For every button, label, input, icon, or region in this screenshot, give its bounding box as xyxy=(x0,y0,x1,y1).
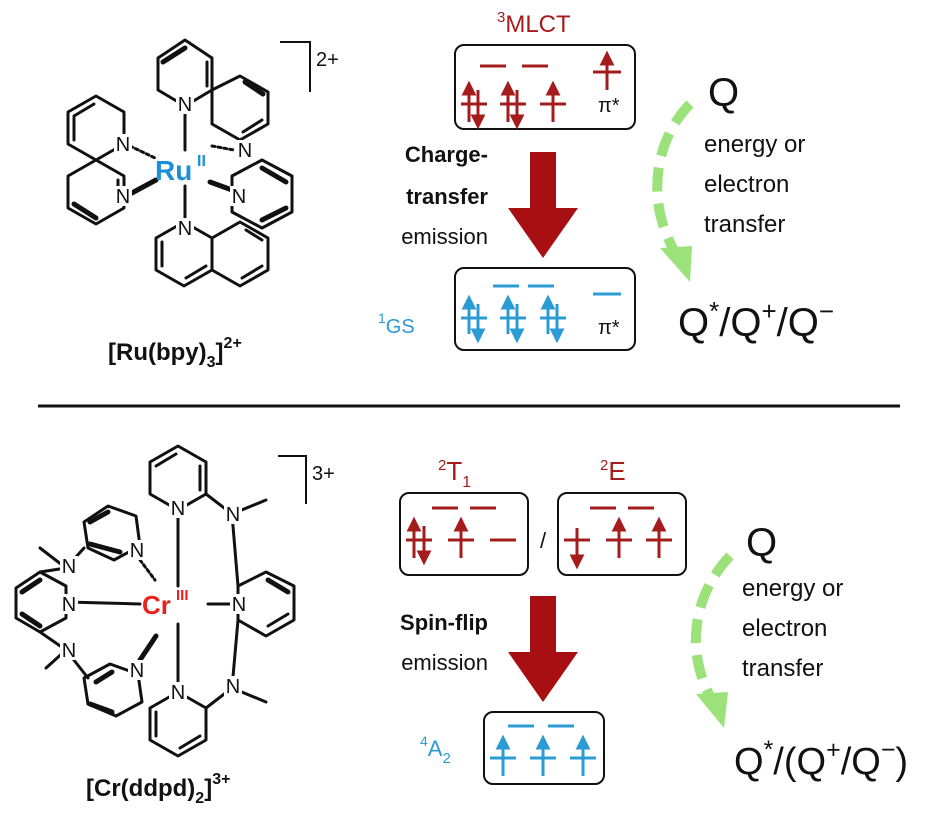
gs-pi-star: π* xyxy=(598,317,620,339)
ru-metal-label: Ru xyxy=(155,155,192,186)
n-atom: N xyxy=(62,594,76,616)
ru-n-atoms: N N N N N N xyxy=(114,94,254,240)
mlct-orbitals xyxy=(461,50,621,130)
mlct-pi-star: π* xyxy=(598,95,620,117)
spin-down-arrow xyxy=(509,114,525,130)
spin-up-arrow xyxy=(495,734,511,750)
quench-arrow-top xyxy=(652,100,694,255)
ru-charge: 2+ xyxy=(316,49,339,71)
spin-up-arrow xyxy=(535,734,551,750)
n-atom: N xyxy=(171,498,185,520)
a2-orbitals xyxy=(490,724,596,776)
t1-orbital-box xyxy=(399,492,529,576)
spin-down-arrow xyxy=(470,114,486,130)
quencher-top: Q xyxy=(708,71,739,115)
sf-emission-line1: Spin-flip xyxy=(400,610,488,635)
n-atom: N xyxy=(62,640,76,662)
e-orbitals xyxy=(564,506,672,570)
n-atom: N xyxy=(178,94,192,116)
t1-orbitals xyxy=(406,506,516,566)
quench-text-bottom-1: energy or xyxy=(742,575,843,602)
spin-up-arrow xyxy=(453,516,469,532)
ru-charge-bracket xyxy=(280,41,311,92)
bpy-ring xyxy=(230,158,294,230)
n-atom: N xyxy=(178,218,192,240)
spin-up-arrow xyxy=(540,294,556,310)
quencher-bottom: Q xyxy=(746,521,777,565)
spin-up-arrow xyxy=(611,516,627,532)
spin-up-arrow xyxy=(599,50,615,66)
ct-emission-line1: Charge- xyxy=(405,142,488,167)
cr-complex-label: [Cr(ddpd)2]3+ xyxy=(86,771,230,807)
cr-charge-bracket xyxy=(278,455,307,504)
ru-oxidation-state: II xyxy=(197,153,206,170)
spin-down-arrow xyxy=(569,554,585,570)
n-atom: N xyxy=(116,186,130,208)
spin-down-arrow xyxy=(416,550,432,566)
cr-n-atoms: N N N N N N N N N N xyxy=(60,498,248,704)
gs-orbitals xyxy=(461,284,621,344)
cr-metal-label: Cr xyxy=(142,590,171,620)
spin-up-arrow xyxy=(500,294,516,310)
ct-emission-line2: transfer xyxy=(406,184,488,209)
quench-arrowhead-bottom xyxy=(696,692,728,728)
a2-state-label: 4A2 xyxy=(420,733,451,767)
t1-state-label: 2T1 xyxy=(438,456,471,491)
n-atom: N xyxy=(232,594,246,616)
n-atom: N xyxy=(116,134,130,156)
spin-up-arrow xyxy=(461,80,477,96)
n-atom: N xyxy=(232,186,246,208)
sf-emission-line2: emission xyxy=(401,650,488,675)
bpy-ring xyxy=(210,220,270,288)
spin-down-arrow xyxy=(509,328,525,344)
cr-charge: 3+ xyxy=(312,463,335,485)
ru-bpy-structure xyxy=(66,38,294,288)
quench-text-bottom-2: electron xyxy=(742,615,827,642)
spin-up-arrow xyxy=(545,80,561,96)
n-atom: N xyxy=(130,660,144,682)
quench-arrow-bottom xyxy=(690,552,734,703)
spin-up-arrow xyxy=(575,734,591,750)
spin-up-arrow xyxy=(651,516,667,532)
e-state-label: 2E xyxy=(600,456,626,486)
bpy-ring xyxy=(210,74,270,142)
quench-text-bottom-3: transfer xyxy=(742,655,823,682)
cr-oxidation-state: III xyxy=(176,587,189,604)
n-atom: N xyxy=(226,504,240,526)
e-orbital-box xyxy=(557,492,687,576)
n-atom: N xyxy=(226,676,240,698)
ct-emission-line3: emission xyxy=(401,224,488,249)
quench-arrowhead-top xyxy=(660,246,692,282)
gs-state-label: 1GS xyxy=(378,310,415,338)
spin-down-arrow xyxy=(549,328,565,344)
bpy-ring xyxy=(66,158,126,226)
gs-orbital-box xyxy=(454,267,636,351)
quench-text-top-2: electron xyxy=(704,171,789,198)
quench-text-top-3: transfer xyxy=(704,211,785,238)
mlct-state-label: 3MLCT xyxy=(497,9,571,38)
n-atom: N xyxy=(130,540,144,562)
n-atom: N xyxy=(238,140,252,162)
a2-orbital-box xyxy=(483,711,605,785)
quench-product-bottom: Q*/(Q+/Q−) xyxy=(734,736,908,783)
state-separator: / xyxy=(540,528,547,553)
n-atom: N xyxy=(171,682,185,704)
spin-up-arrow xyxy=(406,516,422,532)
n-atom: N xyxy=(62,556,76,578)
mlct-orbital-box xyxy=(454,44,636,130)
emission-arrow xyxy=(508,596,578,702)
spin-up-arrow xyxy=(500,80,516,96)
ru-complex-label: [Ru(bpy)3]2+ xyxy=(108,335,242,371)
spin-up-arrow xyxy=(461,294,477,310)
quench-product-top: Q*/Q+/Q− xyxy=(678,296,834,345)
emission-arrow xyxy=(508,152,578,258)
quench-text-top-1: energy or xyxy=(704,131,805,158)
spin-down-arrow xyxy=(470,328,486,344)
